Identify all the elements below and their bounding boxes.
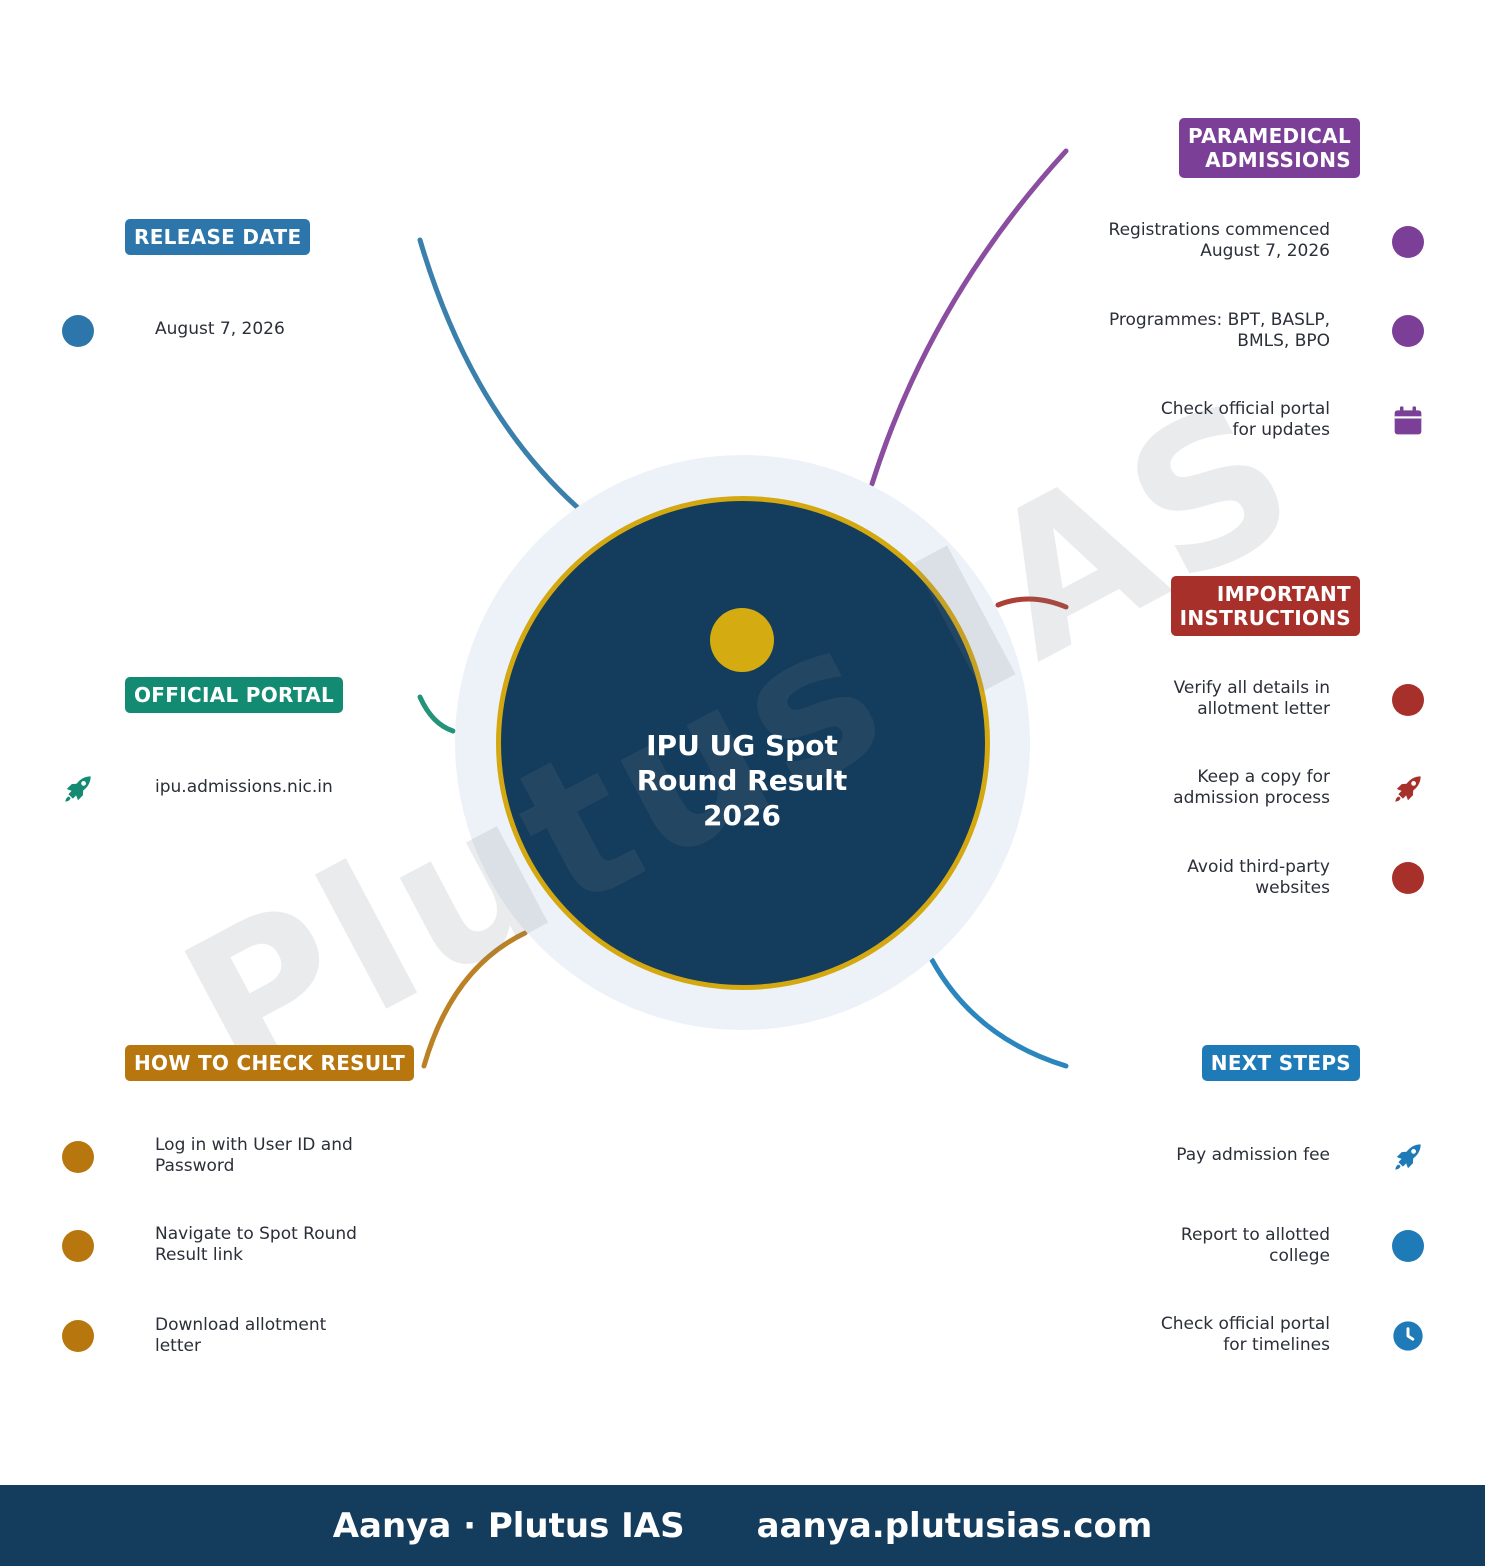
dot-icon xyxy=(1392,226,1424,258)
instructions-item: Avoid third-party websites xyxy=(1187,857,1330,898)
next-steps-item: Check official portal for timelines xyxy=(1160,1314,1330,1355)
connector-paramedical xyxy=(869,148,1069,487)
branch-connectors xyxy=(417,148,1069,1069)
dot-icon xyxy=(62,1320,94,1352)
connector-official-portal xyxy=(417,694,456,734)
hub-title: IPU UG Spot Round Result 2026 xyxy=(636,729,848,832)
branch-title-how-to-check: HOW TO CHECK RESULT xyxy=(125,1045,415,1081)
how-to-check-item: Navigate to Spot Round Result link xyxy=(155,1224,357,1265)
next-steps-item: Report to allotted college xyxy=(1180,1225,1330,1266)
instructions-item: Verify all details in allotment letter xyxy=(1173,678,1330,719)
connector-instructions xyxy=(995,596,1069,610)
how-to-check-item: Log in with User ID and Password xyxy=(155,1135,353,1176)
dot-icon xyxy=(1392,1230,1424,1262)
branch-title-instructions: IMPORTANT INSTRUCTIONS xyxy=(1170,576,1360,636)
branch-title-release-date: RELEASE DATE xyxy=(125,219,311,255)
connector-release-date xyxy=(417,237,580,510)
connector-how-to-check xyxy=(421,930,528,1069)
official-portal-item: ipu.admissions.nic.in xyxy=(155,777,333,797)
branch-title-official-portal: OFFICIAL PORTAL xyxy=(125,677,344,713)
rocket-icon xyxy=(65,776,91,802)
calendar-icon xyxy=(1394,406,1422,435)
next-steps-item: Pay admission fee xyxy=(1176,1145,1330,1165)
central-hub xyxy=(496,496,990,990)
connector-next-steps xyxy=(929,957,1069,1069)
dot-icon xyxy=(62,315,94,347)
release-date-item: August 7, 2026 xyxy=(155,319,285,339)
dot-icon xyxy=(62,1141,94,1173)
footer-bar: Aanya · Plutus IAS aanya.plutusias.com xyxy=(0,1485,1485,1566)
dot-icon xyxy=(62,1230,94,1262)
paramedical-item: Registrations commenced August 7, 2026 xyxy=(1108,220,1330,261)
clock-icon xyxy=(1393,1321,1423,1351)
branch-title-next-steps: NEXT STEPS xyxy=(1201,1045,1360,1081)
dot-icon xyxy=(1392,862,1424,894)
how-to-check-item: Download allotment letter xyxy=(155,1315,327,1356)
dot-icon xyxy=(1392,684,1424,716)
footer-author: Aanya · Plutus IAS xyxy=(332,1505,685,1546)
branch-title-paramedical: PARAMEDICAL ADMISSIONS xyxy=(1179,118,1360,178)
dot-icon xyxy=(1392,315,1424,347)
paramedical-item: Check official portal for updates xyxy=(1160,399,1330,440)
paramedical-item: Programmes: BPT, BASLP, BMLS, BPO xyxy=(1108,310,1330,351)
instructions-item: Keep a copy for admission process xyxy=(1173,767,1330,808)
rocket-icon xyxy=(1395,1144,1421,1170)
footer-website[interactable]: aanya.plutusias.com xyxy=(756,1505,1153,1546)
rocket-icon xyxy=(1395,776,1421,802)
hub-dot-icon xyxy=(710,608,774,672)
